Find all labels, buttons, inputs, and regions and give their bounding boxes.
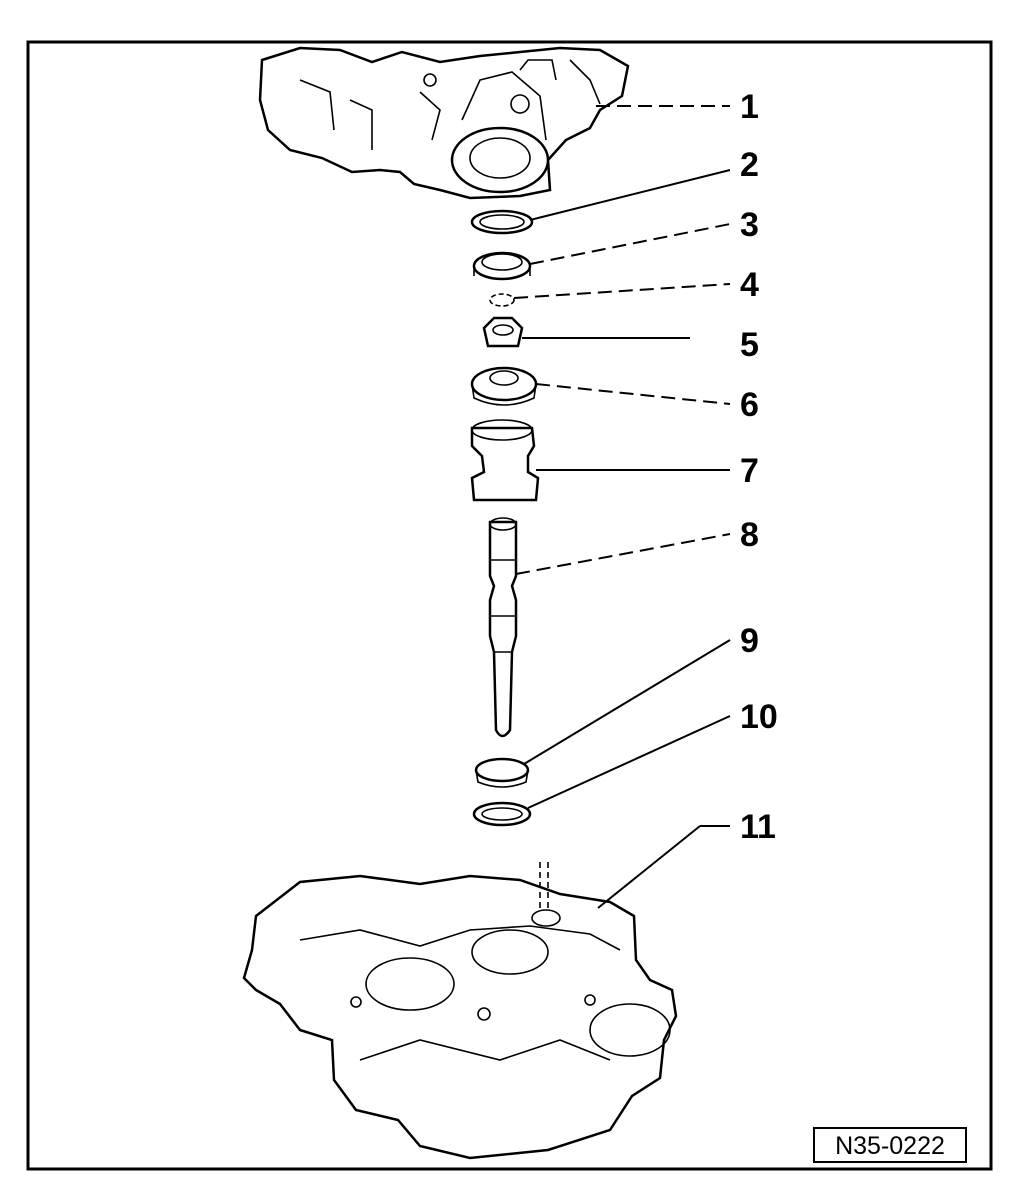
- diagram-frame: [26, 40, 993, 1171]
- bearing-race-part-3: [472, 251, 532, 281]
- leader-line-8: [515, 533, 731, 575]
- callout-6: 6: [740, 386, 759, 424]
- seal-part-9: [474, 757, 530, 788]
- upper-housing-part-1: [258, 46, 630, 200]
- leader-line-3: [529, 223, 731, 265]
- callout-10: 10: [740, 698, 778, 736]
- sleeve-part-7: [470, 419, 540, 502]
- callout-4: 4: [740, 266, 759, 304]
- callout-11: 11: [740, 808, 776, 846]
- leader-line-10: [527, 715, 731, 809]
- o-ring-part-10: [472, 801, 532, 827]
- callout-1: 1: [740, 88, 759, 126]
- shaft-part-8: [488, 517, 518, 738]
- callout-8: 8: [740, 516, 759, 554]
- callout-5: 5: [740, 326, 759, 364]
- callout-9: 9: [740, 622, 759, 660]
- callout-7: 7: [740, 452, 759, 490]
- bearing-part-6: [470, 366, 538, 406]
- leader-line-11: [597, 825, 701, 909]
- callout-2: 2: [740, 146, 759, 184]
- seal-ring-part-2: [470, 209, 534, 235]
- callout-3: 3: [740, 206, 759, 244]
- lower-housing-part-11: [242, 862, 678, 1160]
- reference-box: [813, 1127, 967, 1163]
- nut-part-5: [482, 316, 524, 348]
- leader-line-9: [523, 639, 731, 765]
- leader-line-6: [535, 383, 731, 405]
- leader-line-2: [529, 169, 731, 221]
- reference-number: N35-0222: [835, 1132, 945, 1160]
- leader-line-4: [513, 283, 731, 299]
- small-ring-part-4: [489, 293, 515, 307]
